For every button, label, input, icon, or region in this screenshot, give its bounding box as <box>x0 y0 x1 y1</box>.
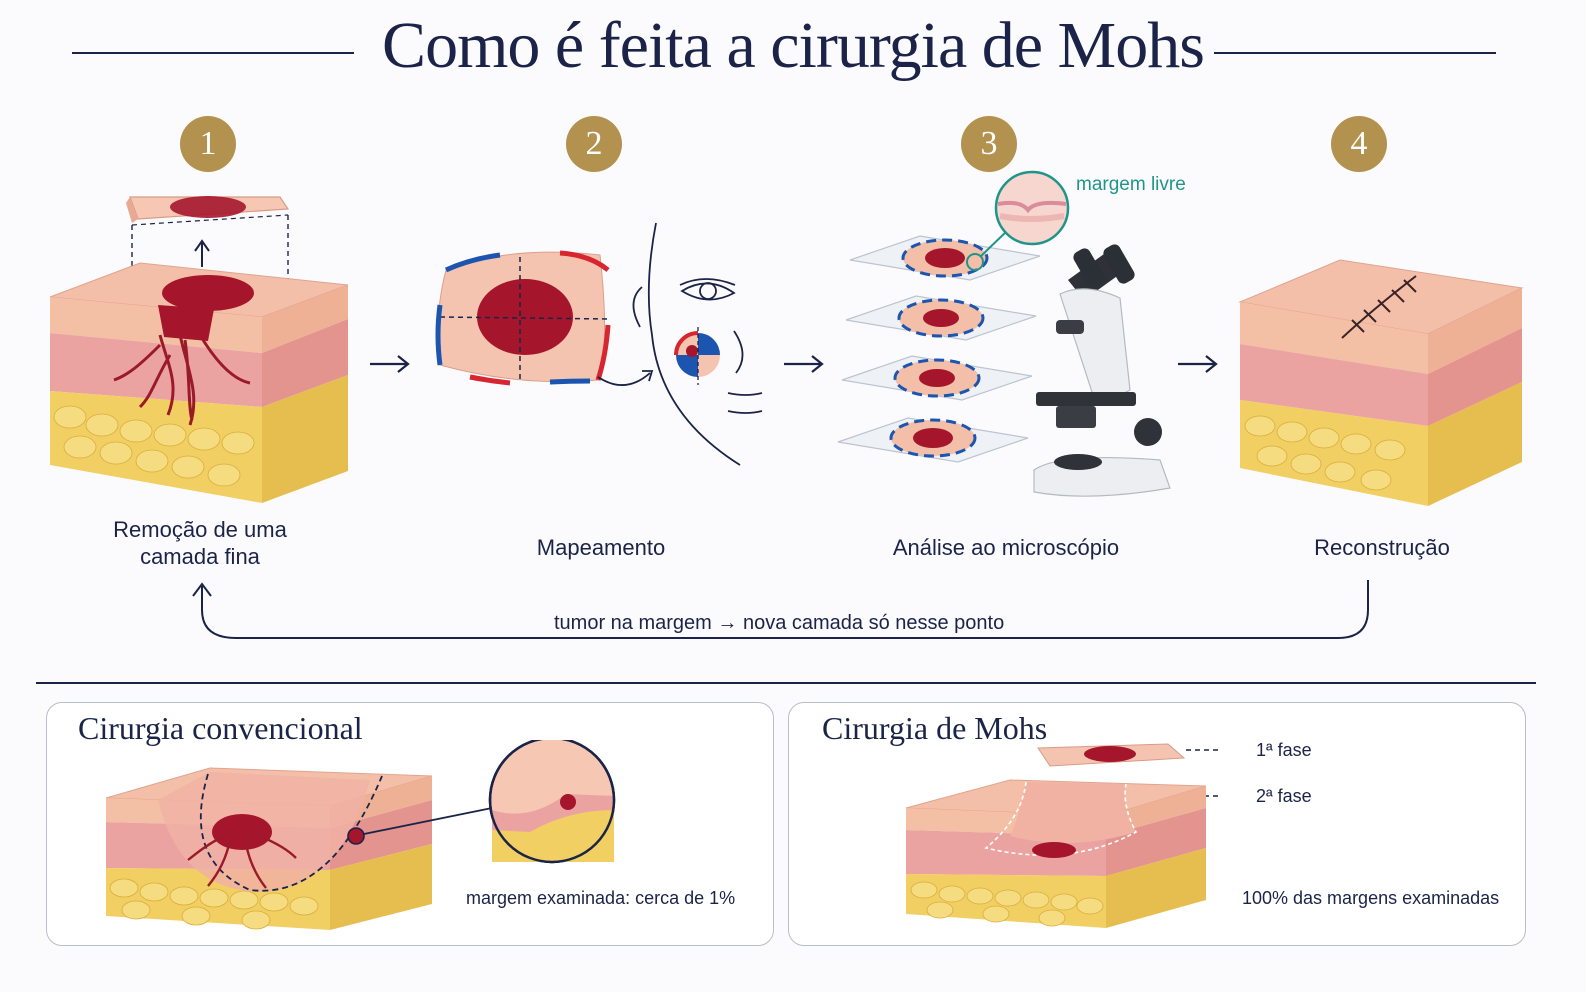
step4-label: Reconstrução <box>1314 535 1450 560</box>
cheek-map-marker <box>674 327 720 385</box>
conventional-surgery-title: Cirurgia convencional <box>78 710 363 746</box>
title-rule-left <box>72 52 354 54</box>
mohs-phase1-label: 1ª fase <box>1256 740 1312 760</box>
mohs-margin-note: 100% das margens examinadas <box>1242 888 1500 908</box>
page-title: Como é feita a cirurgia de Mohs <box>382 9 1205 82</box>
arrow-step1-to-2 <box>370 355 410 373</box>
step1-label: Remoção de uma camada fina <box>90 516 310 570</box>
step3-label: Análise ao microscópio <box>892 535 1120 560</box>
mohs-layers-illustration <box>905 743 1220 928</box>
mohs-phase2-label: 2ª fase <box>1256 786 1312 806</box>
step-badge-4: 4 <box>1331 116 1387 172</box>
conventional-excision-illustration <box>105 740 616 930</box>
loop-back-arrow <box>192 580 1369 639</box>
margin-free-callout-label: margem livre <box>1076 174 1186 195</box>
step2-label: Mapeamento <box>536 535 666 560</box>
excised-layer <box>126 196 290 223</box>
conventional-magnifier <box>488 740 616 864</box>
step-badge-3: 3 <box>961 116 1017 172</box>
microscope <box>1033 244 1171 497</box>
step-badge-1: 1 <box>180 116 236 172</box>
arrow-step3-to-4 <box>1178 355 1218 373</box>
step2-mapping-illustration <box>435 222 763 466</box>
step-badge-2: 2 <box>566 116 622 172</box>
conventional-margin-note: margem examinada: cerca de 1% <box>466 888 736 908</box>
mapped-tissue-specimen <box>435 250 611 386</box>
step1-skin-block-illustration <box>49 196 349 503</box>
step3-microscope-illustration <box>837 170 1171 497</box>
mohs-phase1-layer <box>1037 743 1186 767</box>
title-rule-right <box>1214 52 1496 54</box>
step1-label-line1: Remoção de uma <box>113 517 287 542</box>
mohs-surgery-title: Cirurgia de Mohs <box>822 710 1048 746</box>
section-divider <box>36 682 1536 684</box>
glass-slides <box>837 235 1041 463</box>
margin-callout <box>966 170 1070 271</box>
arrow-step2-to-3 <box>784 355 824 373</box>
step4-reconstruction-illustration <box>1238 259 1524 506</box>
suture-line <box>1341 275 1417 339</box>
step1-label-line2: camada fina <box>140 544 260 569</box>
face-outline <box>632 222 763 466</box>
loop-back-caption: tumor na margem → nova camada só nesse p… <box>550 612 1009 635</box>
